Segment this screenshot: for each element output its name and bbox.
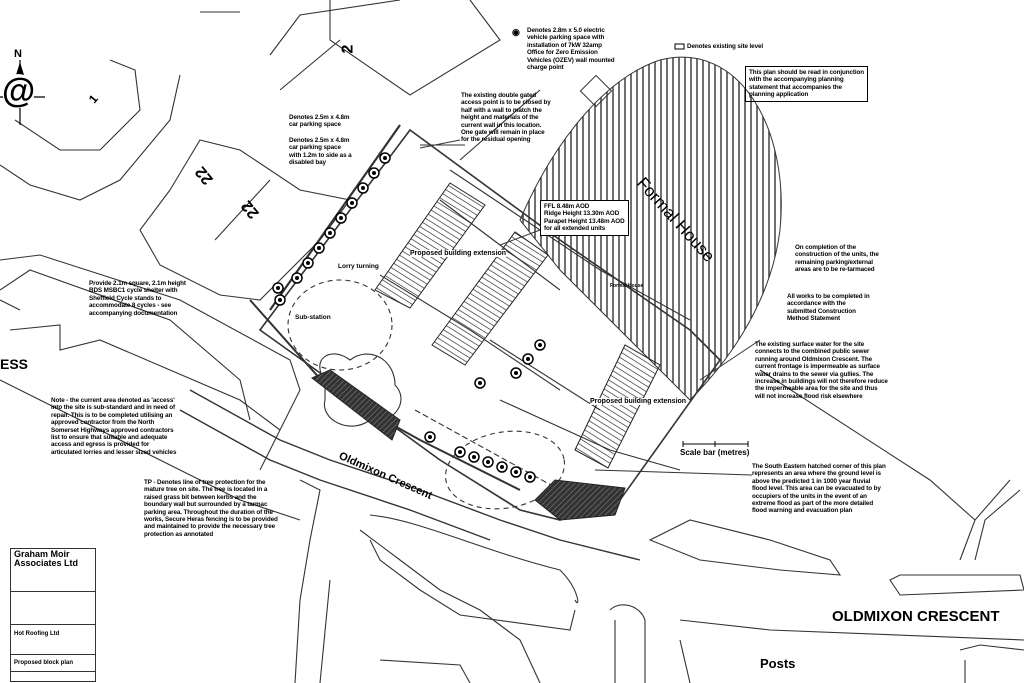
tree-protection-zone: [311, 369, 401, 441]
parking-space-marker-dot: [306, 261, 310, 265]
note-retarmac: On completion of the construction of the…: [795, 244, 879, 274]
parking-space-marker-dot: [458, 450, 462, 454]
note-flood: The South Eastern hatched corner of this…: [752, 463, 886, 515]
note-existing-site-level: Denotes existing site level: [687, 43, 764, 50]
posts-label: Posts: [760, 656, 796, 671]
access-road-label: ESS: [0, 356, 29, 372]
building-extension-1: [374, 182, 486, 309]
plot-1-boundary: [14, 11, 240, 151]
parking-space-marker-dot: [500, 465, 504, 469]
scale-bar-label: Scale bar (metres): [680, 448, 750, 457]
parking-space-marker-dot: [514, 470, 518, 474]
parking-space-marker-dot: [514, 371, 518, 375]
tree-canopy: [319, 353, 402, 427]
flood-refuge-hatch: [534, 479, 626, 521]
parking-space-marker-dot: [295, 276, 299, 280]
parking-space-marker-dot: [372, 171, 376, 175]
note-car-parking: Denotes 2.5m x 4.8m car parking space: [289, 114, 350, 129]
parking-space-marker-dot: [526, 357, 530, 361]
lorry-turning-circle: [287, 279, 393, 371]
site-level-symbol: [674, 43, 685, 50]
parking-space-marker-dot: [478, 381, 482, 385]
note-tree-protection: TP - Denotes line of tree protection for…: [144, 479, 278, 538]
note-ev-parking: Denotes 2.8m x 5.0 electric vehicle park…: [527, 27, 615, 72]
parking-space-marker-dot: [317, 246, 321, 250]
parking-space-marker-dot: [339, 216, 343, 220]
parking-space-marker-dot: [428, 435, 432, 439]
north-label: N: [14, 48, 22, 60]
extension-label: Proposed building extension: [410, 250, 507, 257]
traffic-island: [648, 519, 842, 576]
note-cycle-shelter: Provide 2.1m square, 2.1m height BDS MSB…: [89, 280, 186, 317]
note-access: Note - the current area denoted as 'acce…: [51, 397, 177, 456]
building-extension-3: [574, 344, 661, 469]
client-name: Hot Roofing Ltd: [11, 625, 95, 655]
parking-space-marker-dot: [538, 343, 542, 347]
plot-number: 2: [339, 44, 357, 54]
plot-2-boundary: [329, 0, 501, 96]
levels-box: FFL 8.48m AOD Ridge Height 13.30m AOD Pa…: [540, 200, 629, 236]
drawing-title: Proposed block plan: [11, 655, 95, 672]
parking-space-marker-dot: [350, 201, 354, 205]
note-gated-access: The existing double gated access point i…: [461, 92, 551, 144]
company-name: Graham Moir Associates Ltd: [11, 549, 95, 592]
compass-logo: @: [2, 72, 36, 110]
formal-house-hatch: [519, 56, 782, 401]
formal-house-small-label: Formal House: [610, 283, 644, 289]
parking-space-marker-dot: [276, 286, 280, 290]
parking-space-marker-dot: [472, 455, 476, 459]
parking-space-marker-dot: [278, 298, 282, 302]
extension-label: Proposed building extension: [590, 398, 687, 405]
parking-space-marker-dot: [486, 460, 490, 464]
building-extension-2: [431, 231, 549, 366]
parking-space-marker-dot: [328, 231, 332, 235]
parking-space-marker-dot: [383, 156, 387, 160]
oldmixon-crescent-street-label: OLDMIXON CRESCENT: [832, 608, 1000, 625]
scale-bar: [682, 441, 749, 447]
parking-markers: [272, 152, 546, 483]
note-read-in-conjunction: This plan should be read in conjunction …: [745, 66, 869, 102]
ev-symbol-icon: ◉: [512, 27, 520, 37]
parking-space-marker-dot: [361, 186, 365, 190]
title-block: Graham Moir Associates Ltd Hot Roofing L…: [10, 548, 96, 682]
sub-station-label: Sub-station: [295, 314, 331, 321]
lorry-turning-label: Lorry turning: [338, 263, 379, 270]
note-construction-method: All works to be completed in accordance …: [787, 293, 870, 323]
note-surface-water: The existing surface water for the site …: [755, 341, 888, 400]
parking-space-marker-dot: [528, 475, 532, 479]
note-disabled-parking: Denotes 2.5m x 4.8m car parking space wi…: [289, 137, 352, 167]
